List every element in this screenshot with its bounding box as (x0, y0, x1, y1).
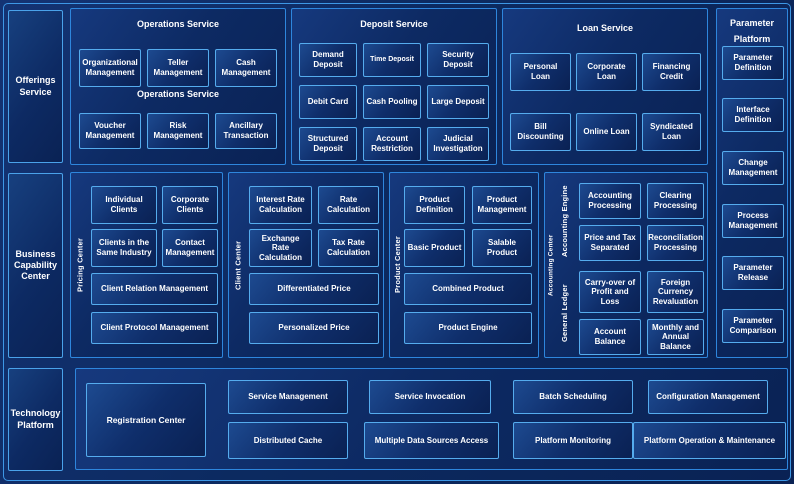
box-personalized-price: Personalized Price (249, 312, 379, 344)
technology-platform-label: Technology Platform (8, 368, 63, 471)
box-batch-scheduling: Batch Scheduling (513, 380, 633, 414)
box-service-management: Service Management (228, 380, 348, 414)
offerings-service-label: Offerings Service (8, 10, 63, 163)
box-account-restriction: Account Restriction (363, 127, 421, 161)
box-client-relation-management: Client Relation Management (91, 273, 218, 305)
box-rate-calculation: Rate Calculation (318, 186, 379, 224)
operations-service-sublabel: Operations Service (136, 89, 220, 99)
box-cash-pooling: Cash Pooling (363, 85, 421, 119)
general-ledger-vlabel: General Ledger (560, 284, 569, 342)
box-debit-card: Debit Card (299, 85, 357, 119)
box-ancillary-transaction: Ancillary Transaction (215, 113, 277, 149)
box-interest-rate-calculation: Interest Rate Calculation (249, 186, 312, 224)
box-exchange-rate-calculation: Exchange Rate Calculation (249, 229, 312, 267)
box-registration-center: Registration Center (86, 383, 206, 457)
box-basic-product: Basic Product (404, 229, 465, 267)
box-large-deposit: Large Deposit (427, 85, 489, 119)
box-tax-rate-calculation: Tax Rate Calculation (318, 229, 379, 267)
box-change-management: Change Management (722, 151, 784, 185)
pricing-center-vlabel: Pricing Center (75, 237, 85, 293)
operations-service-title: Operations Service (136, 19, 220, 29)
box-process-management: Process Management (722, 204, 784, 238)
product-center-panel: Product Center Product Definition Produc… (389, 172, 539, 358)
box-contact-management: Contact Management (162, 229, 218, 267)
box-monthly-annual-balance: Monthly and Annual Balance (647, 319, 704, 355)
box-risk-management: Risk Management (147, 113, 209, 149)
accounting-center-vlabel: Accounting Center (547, 234, 555, 296)
loan-service-panel: Loan Service Personal Loan Corporate Loa… (502, 8, 708, 165)
box-platform-operation-maintenance: Platform Operation & Maintenance (633, 422, 786, 459)
box-foreign-currency-revaluation: Foreign Currency Revaluation (647, 271, 704, 313)
box-client-protocol-management: Client Protocol Management (91, 312, 218, 344)
box-organizational-management: Organizational Management (79, 49, 141, 87)
box-individual-clients: Individual Clients (91, 186, 157, 224)
box-structured-deposit: Structured Deposit (299, 127, 357, 161)
parameter-platform-title: Parameter Platform (729, 18, 775, 44)
box-syndicated-loan: Syndicated Loan (642, 113, 701, 151)
box-configuration-management: Configuration Management (648, 380, 768, 414)
technology-platform-panel: Registration Center Service Management S… (75, 368, 788, 470)
box-service-invocation: Service Invocation (369, 380, 491, 414)
box-clients-same-industry: Clients in the Same Industry (91, 229, 157, 267)
box-combined-product: Combined Product (404, 273, 532, 305)
box-product-management: Product Management (472, 186, 532, 224)
deposit-service-title: Deposit Service (360, 19, 428, 29)
box-bill-discounting: Bill Discounting (510, 113, 571, 151)
box-reconciliation-processing: Reconciliation Processing (647, 225, 704, 261)
box-parameter-comparison: Parameter Comparison (722, 309, 784, 343)
business-capability-center-label: Business Capability Center (8, 173, 63, 358)
deposit-service-panel: Deposit Service Demand Deposit Time Depo… (291, 8, 497, 165)
box-price-and-tax-separated: Price and Tax Separated (579, 225, 641, 261)
box-online-loan: Online Loan (576, 113, 637, 151)
box-parameter-release: Parameter Release (722, 256, 784, 290)
box-personal-loan: Personal Loan (510, 53, 571, 91)
box-demand-deposit: Demand Deposit (299, 43, 357, 77)
box-accounting-processing: Accounting Processing (579, 183, 641, 219)
client-center-vlabel: Client Center (233, 240, 243, 290)
box-platform-monitoring: Platform Monitoring (513, 422, 633, 459)
box-account-balance: Account Balance (579, 319, 641, 355)
parameter-platform-panel: Parameter Platform Parameter Definition … (716, 8, 788, 358)
loan-service-title: Loan Service (576, 23, 634, 33)
offerings-service-text: Offerings Service (15, 75, 56, 97)
box-parameter-definition: Parameter Definition (722, 46, 784, 80)
box-corporate-loan: Corporate Loan (576, 53, 637, 91)
box-salable-product: Salable Product (472, 229, 532, 267)
client-center-panel: Client Center Interest Rate Calculation … (228, 172, 384, 358)
box-product-definition: Product Definition (404, 186, 465, 224)
product-center-vlabel: Product Center (393, 236, 402, 294)
box-distributed-cache: Distributed Cache (228, 422, 348, 459)
box-teller-management: Teller Management (147, 49, 209, 87)
box-judicial-investigation: Judicial Investigation (427, 127, 489, 161)
box-security-deposit: Security Deposit (427, 43, 489, 77)
box-differentiated-price: Differentiated Price (249, 273, 379, 305)
technology-platform-text: Technology Platform (10, 408, 61, 430)
box-cash-management: Cash Management (215, 49, 277, 87)
business-capability-text: Business Capability Center (13, 248, 57, 282)
operations-service-panel: Operations Service Organizational Manage… (70, 8, 286, 165)
box-multiple-data-sources-access: Multiple Data Sources Access (364, 422, 499, 459)
accounting-center-panel: Accounting Center Accounting Engine Gene… (544, 172, 708, 358)
accounting-engine-vlabel: Accounting Engine (560, 185, 569, 257)
box-interface-definition: Interface Definition (722, 98, 784, 132)
box-voucher-management: Voucher Management (79, 113, 141, 149)
box-carry-over-profit-loss: Carry-over of Profit and Loss (579, 271, 641, 313)
box-financing-credit: Financing Credit (642, 53, 701, 91)
box-clearing-processing: Clearing Processing (647, 183, 704, 219)
box-corporate-clients: Corporate Clients (162, 186, 218, 224)
box-time-deposit: Time Deposit (363, 43, 421, 77)
pricing-center-panel: Pricing Center Individual Clients Corpor… (70, 172, 223, 358)
box-product-engine: Product Engine (404, 312, 532, 344)
